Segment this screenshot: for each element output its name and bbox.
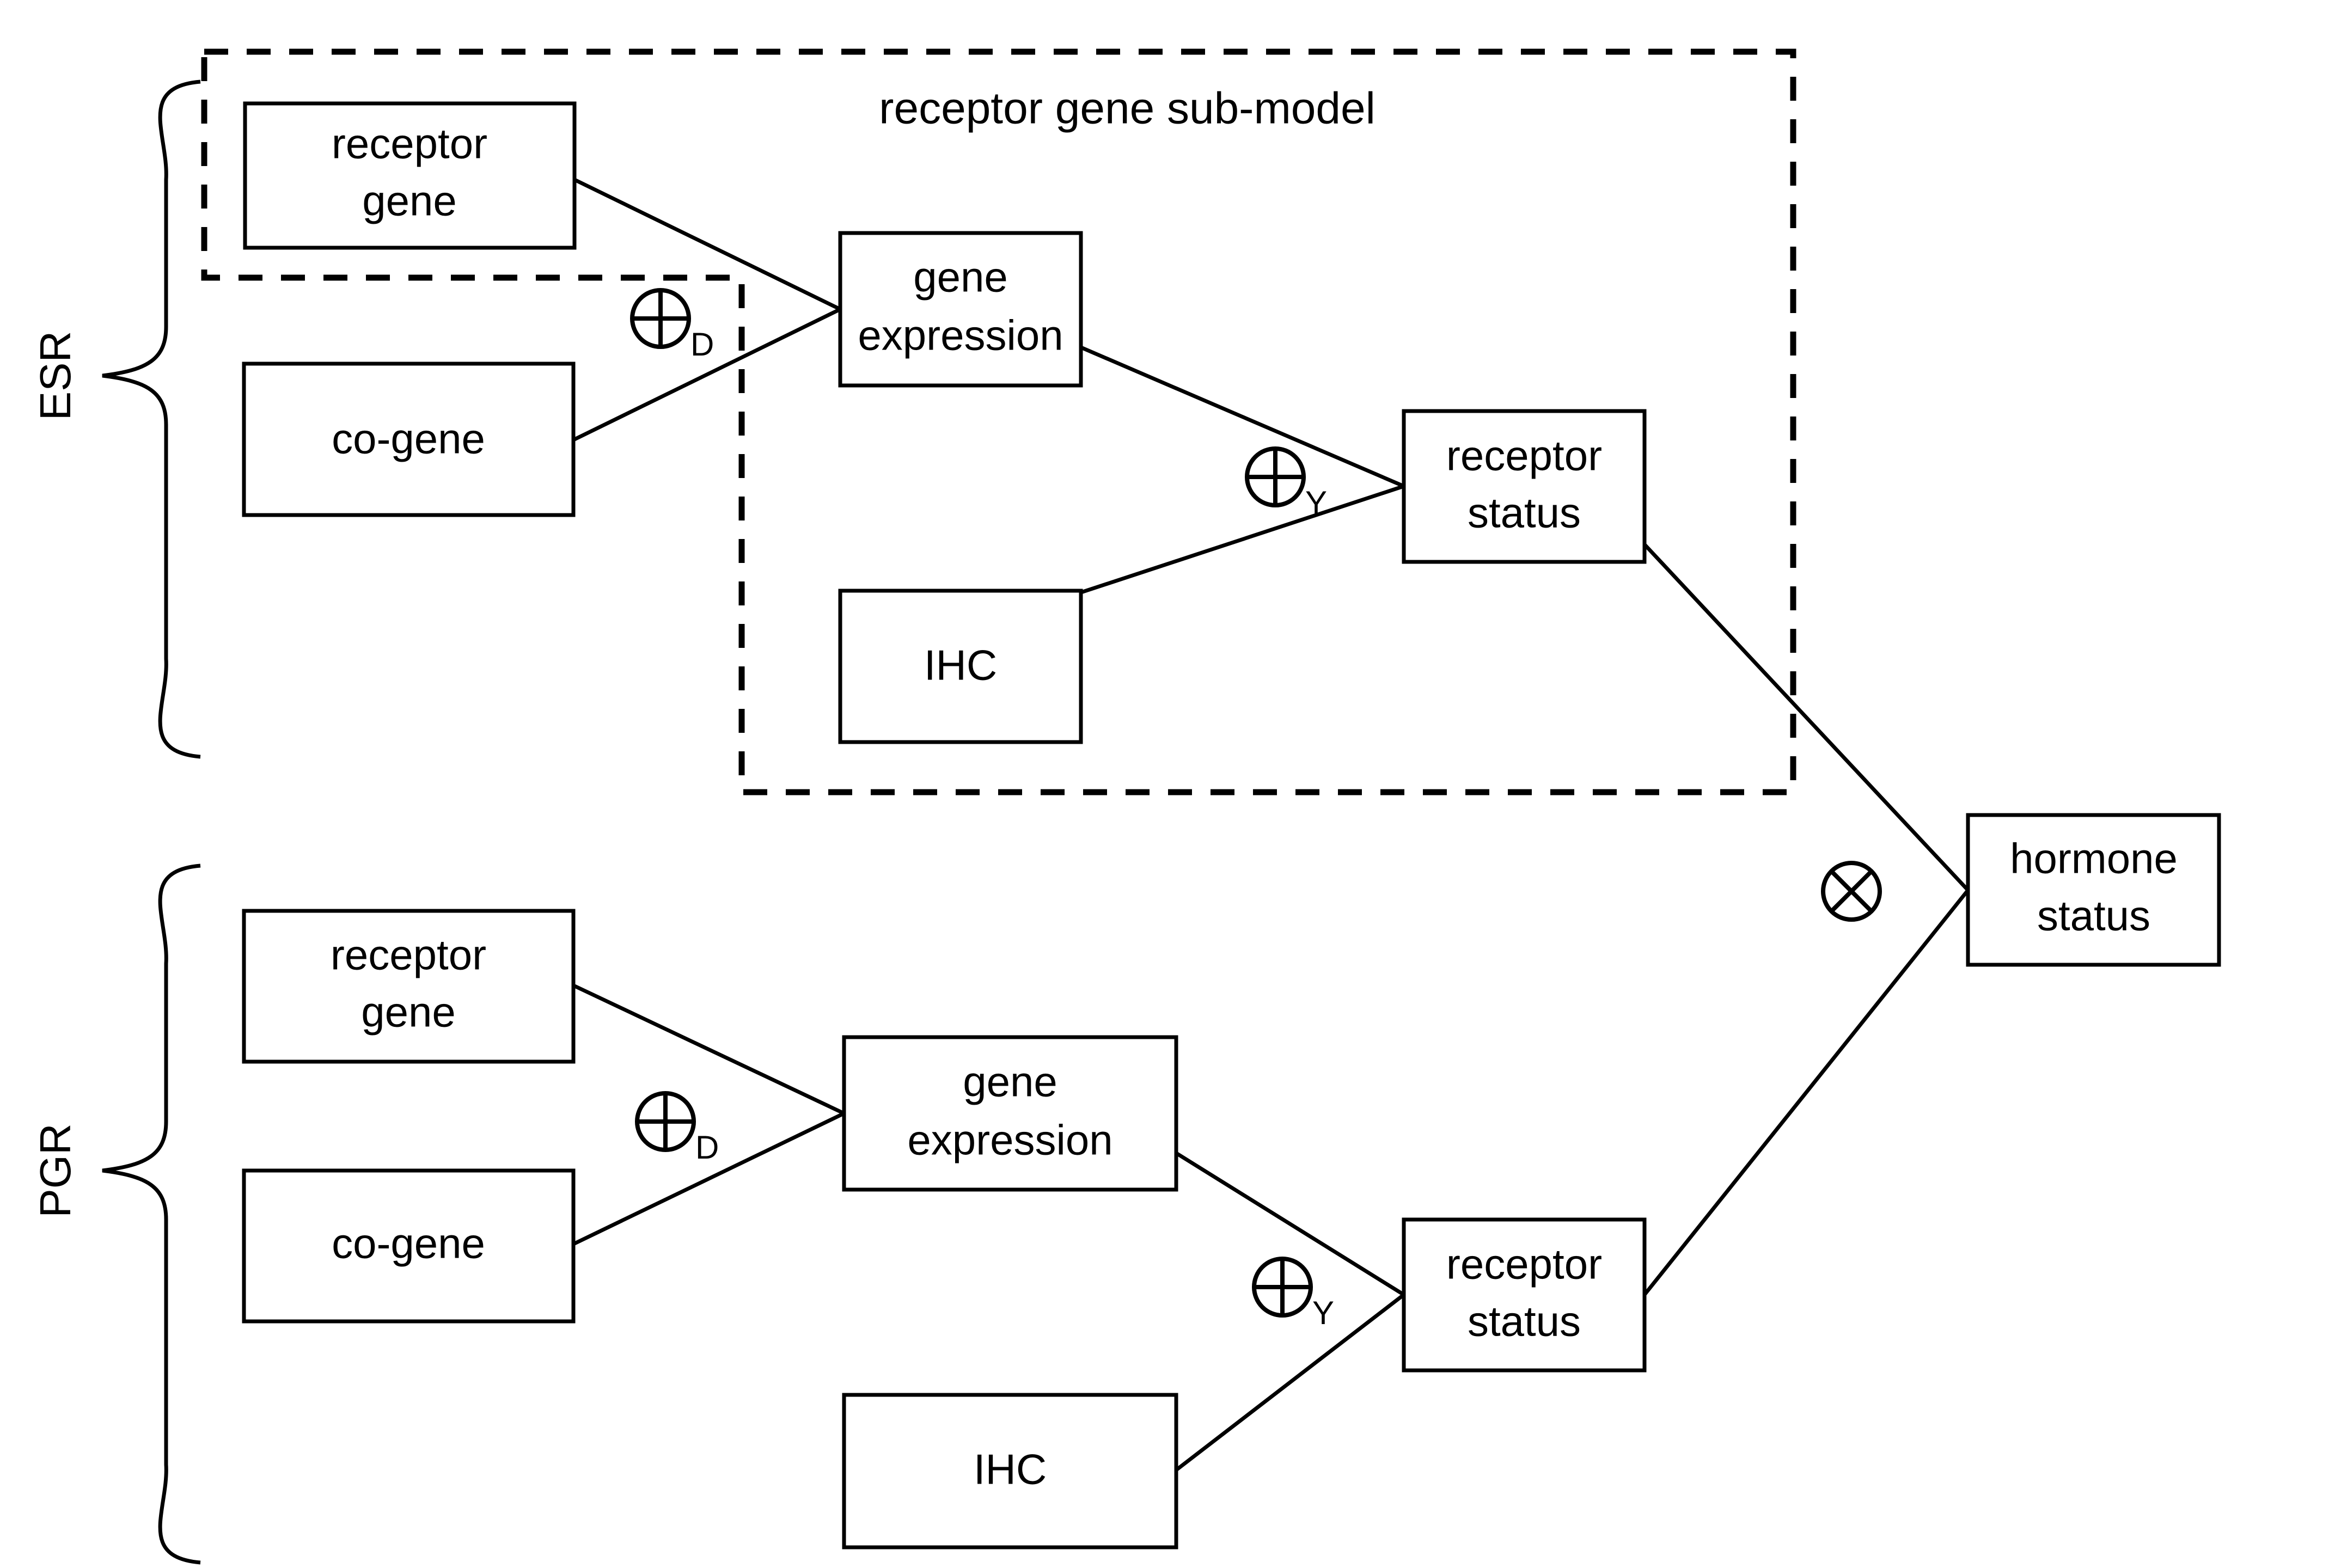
node-label-line2: status — [1468, 489, 1581, 537]
node-hormone-status[interactable]: hormone status — [1966, 813, 2221, 967]
pgr-group-brace — [102, 863, 201, 1565]
node-pgr-gene-expression[interactable]: gene expression — [842, 1035, 1178, 1192]
node-label-line1: gene — [913, 253, 1008, 301]
node-label-line1: gene — [963, 1058, 1057, 1106]
edge-esr-receptor-gene-to-gene-expression — [573, 177, 841, 311]
edge-esr-co-gene-to-gene-expression — [572, 307, 841, 442]
node-esr-gene-expression[interactable]: gene expression — [838, 231, 1083, 388]
node-label-line1: hormone — [2010, 835, 2178, 883]
node-esr-receptor-gene[interactable]: receptor gene — [243, 101, 577, 250]
operator-subscript: Y — [1312, 1295, 1334, 1331]
node-pgr-receptor-gene[interactable]: receptor gene — [242, 909, 576, 1064]
node-label-line2: status — [2037, 892, 2150, 940]
edge-pgr-co-gene-to-gene-expression — [572, 1111, 845, 1246]
node-esr-receptor-status[interactable]: receptor status — [1402, 409, 1647, 564]
operator-combine-circle-times — [1821, 861, 1882, 922]
edge-pgr-gene-expression-to-receptor-status — [1175, 1152, 1405, 1296]
sub-model-dashed-region — [201, 48, 1796, 795]
node-label-line1: co-gene — [332, 1220, 485, 1267]
operator-pgr-circle-plus-y: Y — [1252, 1257, 1334, 1331]
node-label-line1: co-gene — [332, 415, 485, 463]
node-label-line1: receptor — [1446, 432, 1602, 480]
node-label-line1: receptor — [1446, 1240, 1602, 1288]
esr-group-brace — [102, 79, 201, 759]
node-esr-ihc[interactable]: IHC — [838, 589, 1083, 744]
operator-esr-circle-plus-y: Y — [1245, 446, 1327, 521]
edge-esr-gene-expression-to-receptor-status — [1080, 345, 1405, 488]
operator-pgr-circle-plus-d: D — [635, 1091, 719, 1166]
node-label-line1: receptor — [332, 120, 487, 168]
group-label-pgr: PGR — [31, 1123, 80, 1217]
node-label-line1: IHC — [924, 641, 997, 689]
node-pgr-co-gene[interactable]: co-gene — [242, 1168, 576, 1324]
edge-pgr-receptor-status-to-hormone-status — [1643, 889, 1970, 1296]
node-label-line1: IHC — [974, 1445, 1047, 1493]
node-label-line2: gene — [362, 177, 457, 225]
operator-esr-circle-plus-d: D — [630, 288, 714, 363]
node-label-line2: expression — [907, 1116, 1112, 1164]
operator-subscript: Y — [1305, 485, 1327, 521]
node-esr-co-gene[interactable]: co-gene — [242, 362, 576, 517]
operator-subscript: D — [695, 1129, 719, 1166]
node-label-line2: gene — [361, 988, 456, 1036]
operator-subscript: D — [690, 326, 714, 363]
edge-esr-receptor-status-to-hormone-status — [1643, 543, 1970, 892]
edge-pgr-ihc-to-receptor-status — [1175, 1293, 1405, 1472]
node-label-line1: receptor — [331, 931, 486, 979]
node-pgr-receptor-status[interactable]: receptor status — [1402, 1217, 1647, 1373]
group-label-esr: ESR — [31, 331, 80, 421]
sub-model-caption: receptor gene sub-model — [879, 84, 1376, 133]
edge-pgr-receptor-gene-to-gene-expression — [572, 983, 845, 1116]
node-label-line2: expression — [858, 311, 1063, 359]
node-pgr-ihc[interactable]: IHC — [842, 1393, 1178, 1549]
node-label-line2: status — [1468, 1297, 1581, 1345]
